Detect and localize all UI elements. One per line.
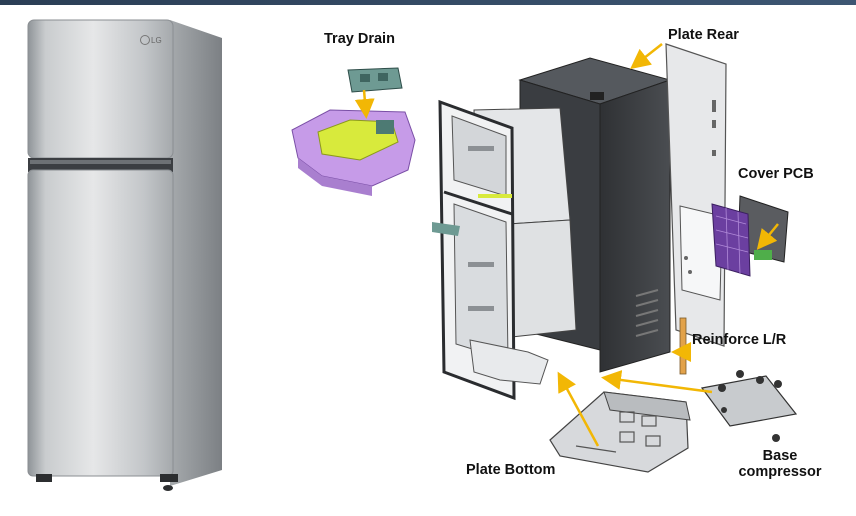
cover-pcb-arrow <box>756 223 779 250</box>
plate-rear-part <box>665 43 727 347</box>
plate-rear-label: Plate Rear <box>668 27 739 43</box>
plate-bottom-label: Plate Bottom <box>466 462 556 478</box>
reinforce-lr-label: Reinforce L/R <box>692 332 787 348</box>
brand-logo: LG <box>151 36 162 45</box>
plate-bottom-part <box>549 391 691 473</box>
base-compressor-label-line2: compressor <box>738 464 822 480</box>
refrigerator-image <box>27 19 222 491</box>
inner-liner-part <box>432 99 577 401</box>
cover-pcb-part <box>711 195 789 277</box>
tray-drain-arrow <box>354 89 375 119</box>
base-compressor-part <box>700 370 798 442</box>
tray-drain-label: Tray Drain <box>324 31 395 47</box>
cover-pcb-label: Cover PCB <box>738 166 814 182</box>
plate-rear-arrow <box>630 43 663 70</box>
header-bar <box>0 0 856 5</box>
reinforce-lr-part <box>679 317 687 375</box>
plate-bottom-arrow <box>557 371 600 447</box>
base-compressor-arrow <box>601 370 713 394</box>
base-compressor-label-line1: Base <box>762 448 798 464</box>
base-compressor-label: Base compressor <box>734 448 826 480</box>
tray-drain-part <box>291 67 416 196</box>
